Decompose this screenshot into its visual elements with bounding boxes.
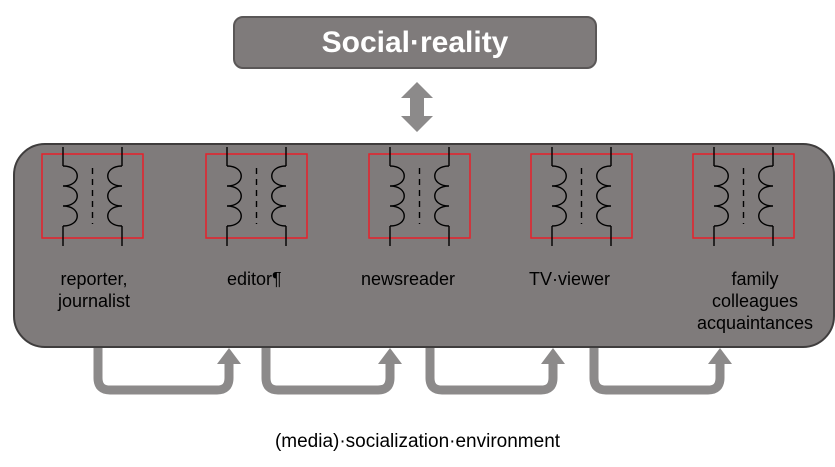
- feedback-arrow-1: [93, 348, 241, 395]
- node-label-reporter: reporter, journalist: [58, 269, 131, 311]
- node-label-newsreader: newsreader: [361, 269, 456, 289]
- socialization-environment-box: [13, 143, 835, 348]
- feedback-arrow-3: [425, 348, 565, 395]
- feedback-arrow-group: [93, 348, 732, 395]
- transformer-editor-icon: [205, 147, 308, 246]
- feedback-arrow-2: [261, 348, 402, 395]
- caption: (media)·socialization·environment: [274, 431, 561, 452]
- double-arrow-icon: [401, 82, 433, 132]
- transformer-reporter-icon: [41, 147, 144, 246]
- feedback-arrow-4: [589, 348, 732, 395]
- social-reality-box: Social·reality: [233, 16, 597, 69]
- transformer-newsreader-icon: [368, 147, 471, 246]
- social-reality-title: Social·reality: [321, 25, 509, 59]
- node-label-editor: editor¶: [227, 269, 282, 289]
- node-label-family: family colleagues acquaintances: [696, 269, 814, 333]
- transformer-tv-viewer-icon: [530, 147, 633, 246]
- node-label-tv-viewer: TV·viewer: [529, 269, 611, 289]
- transformer-family-icon: [692, 147, 795, 246]
- transformer-group: [41, 147, 795, 246]
